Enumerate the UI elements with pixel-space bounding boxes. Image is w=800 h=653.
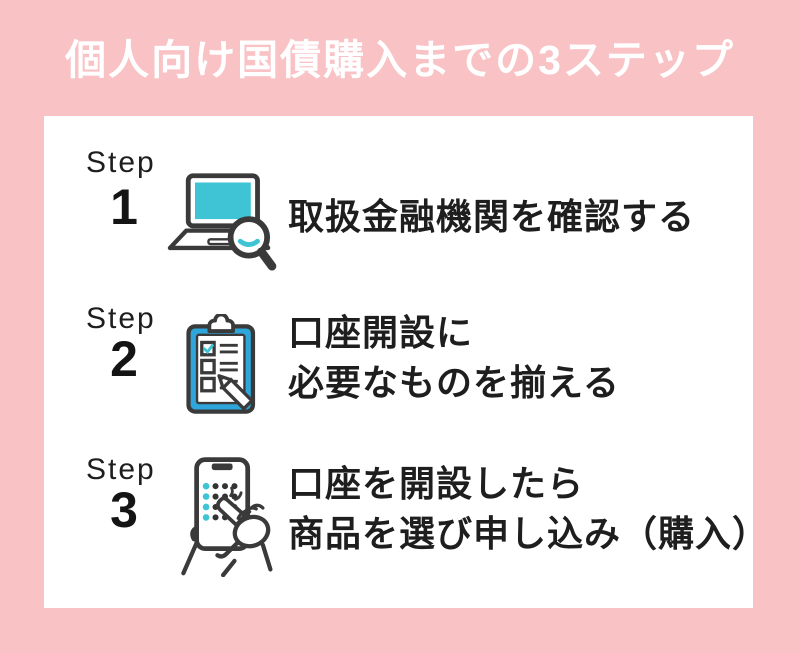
step-1-number: 1	[110, 179, 138, 235]
laptop-search-icon	[162, 170, 278, 277]
step-3-number: 3	[110, 482, 138, 538]
step-2-number: 2	[110, 331, 138, 387]
step-2-text-line: 必要なものを揃える	[288, 362, 620, 403]
step-3-text-line: 商品を選び申し込み（購入）	[288, 513, 770, 554]
step-1-label: Step	[86, 146, 156, 179]
page-title: 個人向け国債購入までの3ステップ	[65, 37, 735, 83]
step-1-text-line: 取扱金融機関を確認する	[288, 196, 696, 237]
step-3-text: 口座を開設したら 商品を選び申し込み（購入）	[288, 459, 769, 559]
step-1-text: 取扱金融機関を確認する	[288, 192, 695, 242]
step-3-text-line: 口座を開設したら	[288, 463, 585, 504]
smartphone-tap-icon	[168, 454, 282, 582]
step-3-label: Step	[86, 453, 156, 486]
clipboard-checklist-icon	[180, 312, 270, 428]
step-row-2: Step 2	[44, 302, 753, 452]
step-row-3: Step 3	[44, 453, 768, 603]
step-2-text: 口座開設に 必要なものを揃える	[288, 308, 620, 408]
step-row-1: Step 1 取扱金融機関を確認する	[44, 142, 753, 292]
step-2-text-line: 口座開設に	[288, 312, 474, 353]
step-2-label: Step	[86, 302, 156, 335]
steps-card: Step 1 取扱金融機関を確認する Step 2	[44, 116, 768, 608]
